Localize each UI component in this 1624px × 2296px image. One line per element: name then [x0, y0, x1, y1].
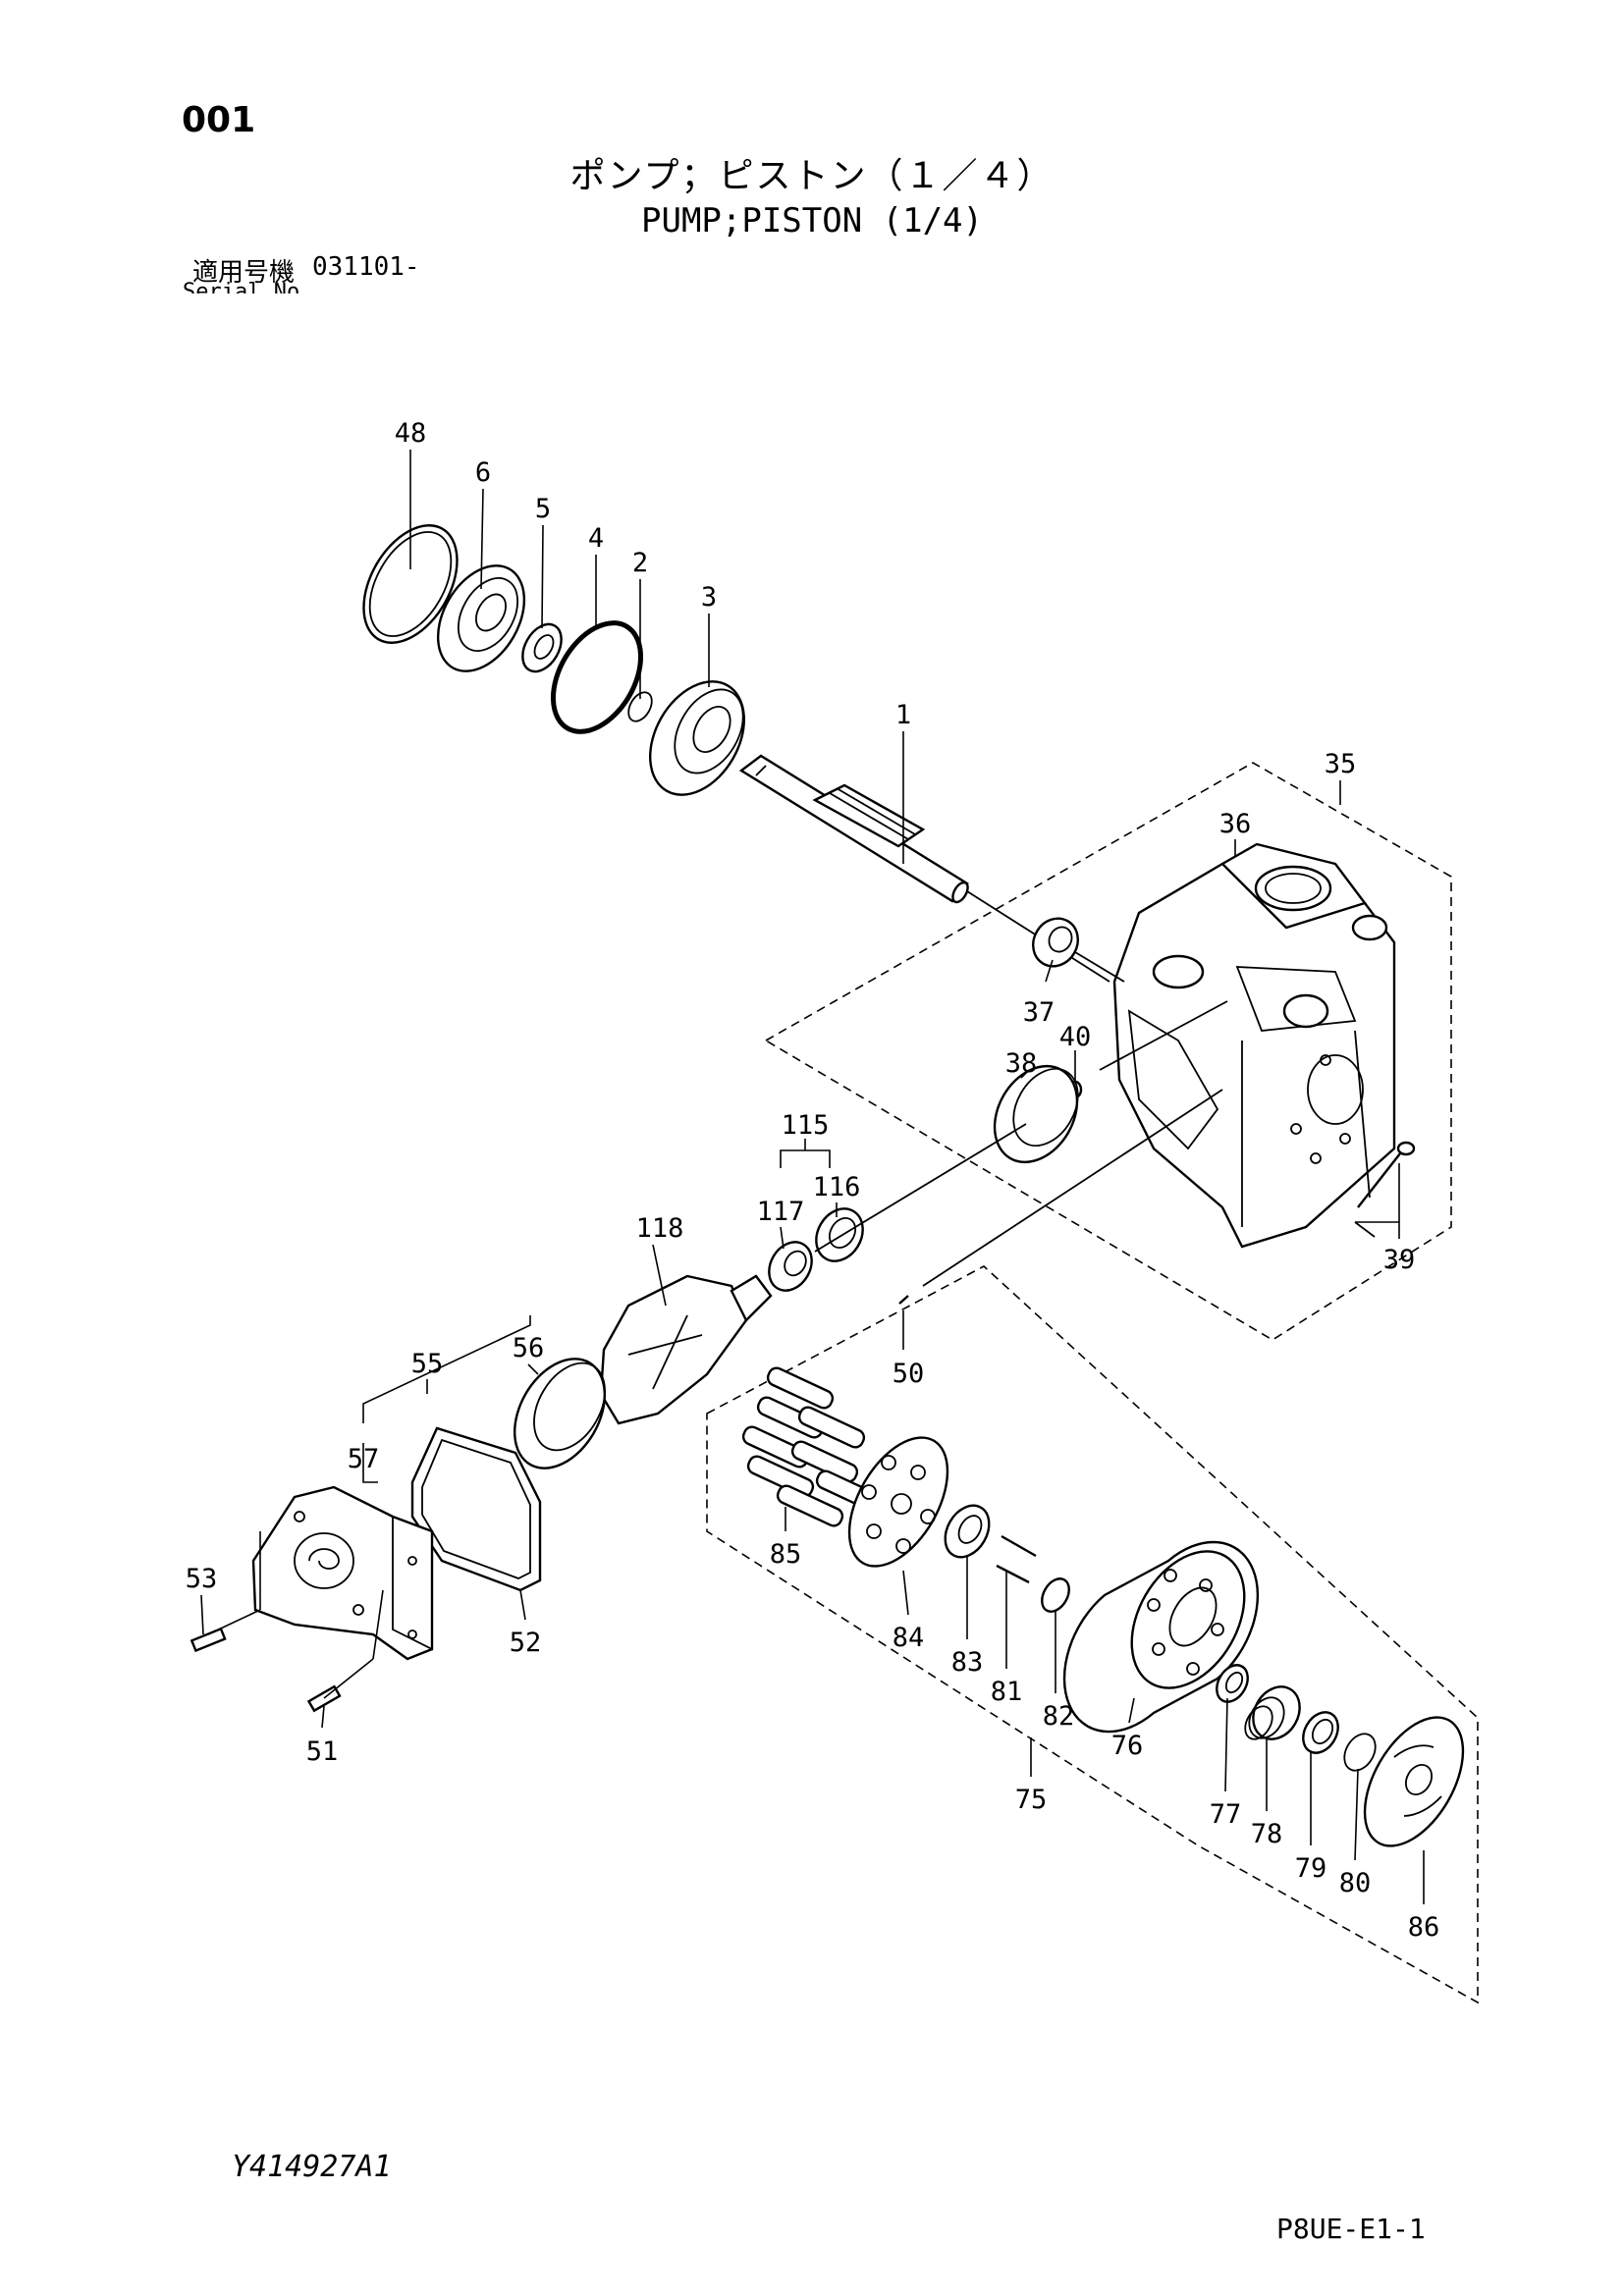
housing-axis-line-2	[922, 1089, 1223, 1287]
page-title-japanese: ポンプ；ピストン（１／４）	[569, 156, 1055, 196]
bearing-3	[649, 680, 745, 796]
drawing-code: Y414927A1	[232, 2150, 392, 2184]
callout-84: 84	[893, 1623, 925, 1653]
ring-79	[1302, 1711, 1339, 1754]
swash-plate-118	[599, 1274, 773, 1425]
pump-casing-36	[1112, 842, 1396, 1249]
callout-77: 77	[1210, 1799, 1242, 1830]
ring-77	[1216, 1664, 1249, 1703]
callout-52: 52	[510, 1628, 542, 1658]
callout-76: 76	[1111, 1731, 1144, 1761]
callout-39: 39	[1383, 1245, 1416, 1275]
callout-117: 117	[757, 1197, 805, 1227]
callout-36: 36	[1219, 809, 1252, 839]
bearing-race-38	[993, 1064, 1079, 1164]
group-boundary-rotary	[706, 1265, 1479, 2004]
callout-56: 56	[513, 1333, 545, 1363]
leader-lines	[200, 450, 1425, 1904]
pin-50	[898, 1295, 909, 1305]
callout-4: 4	[588, 523, 604, 554]
swash-axis-line	[814, 1123, 1027, 1253]
bearing-37	[1032, 917, 1079, 968]
housing-axis-line-1	[1099, 1000, 1228, 1071]
end-cover-57	[251, 1485, 434, 1661]
bushing-116	[815, 1207, 864, 1262]
pin-81	[996, 1534, 1037, 1584]
snap-ring-80	[1343, 1733, 1377, 1772]
serial-label-english: Serial No.	[183, 280, 313, 294]
shaft-1	[738, 754, 969, 904]
callout-3: 3	[701, 582, 717, 613]
group-boundary-housing	[764, 762, 1452, 1341]
o-ring-4	[550, 620, 644, 734]
spacer-82	[1041, 1577, 1070, 1613]
callout-48: 48	[395, 418, 427, 449]
page-title-english: PUMP;PISTON (1/4)	[641, 201, 983, 240]
callout-5: 5	[535, 494, 551, 524]
spring-78	[1244, 1685, 1301, 1740]
bearing-axis-line	[1074, 951, 1125, 983]
callout-53: 53	[186, 1564, 218, 1594]
callout-85: 85	[770, 1539, 802, 1570]
callout-79: 79	[1295, 1853, 1327, 1884]
callout-83: 83	[951, 1647, 984, 1678]
callout-37: 37	[1023, 997, 1056, 1028]
callout-86: 86	[1408, 1912, 1440, 1943]
bearing-race-56	[513, 1358, 607, 1469]
callout-55: 55	[411, 1349, 444, 1379]
callout-118: 118	[636, 1213, 684, 1244]
callout-80: 80	[1339, 1868, 1372, 1898]
callout-40: 40	[1059, 1022, 1092, 1052]
serial-value: 031101-	[312, 252, 420, 282]
valve-plate-86	[1363, 1716, 1465, 1847]
callout-6: 6	[475, 457, 491, 488]
oil-seal-cover-6	[436, 564, 526, 672]
retainer-plate-84	[847, 1436, 949, 1568]
callout-35: 35	[1325, 749, 1357, 779]
callout-50: 50	[893, 1359, 925, 1389]
callout-115: 115	[782, 1110, 830, 1141]
callout-116: 116	[813, 1172, 861, 1202]
callout-2: 2	[632, 548, 648, 578]
callout-38: 38	[1005, 1048, 1038, 1079]
pin-39	[1354, 1141, 1416, 1238]
page-reference: P8UE-E1-1	[1276, 2213, 1426, 2245]
cylinder-block-76	[1062, 1540, 1260, 1734]
page-number: 001	[182, 100, 256, 140]
callout-1: 1	[895, 700, 911, 730]
callout-82: 82	[1043, 1701, 1075, 1732]
spherical-bushing-83	[944, 1504, 991, 1559]
callout-51: 51	[306, 1736, 339, 1767]
oil-seal-5	[521, 622, 563, 673]
callout-57: 57	[348, 1444, 380, 1474]
bolt-53	[189, 1627, 227, 1653]
callout-78: 78	[1251, 1819, 1283, 1849]
bearing-117	[768, 1241, 813, 1292]
callout-75: 75	[1015, 1785, 1048, 1815]
serial-label: 適用号機	[192, 258, 296, 288]
snap-ring-2	[627, 691, 653, 722]
seal-ring-48	[362, 524, 459, 644]
callout-81: 81	[991, 1677, 1023, 1707]
